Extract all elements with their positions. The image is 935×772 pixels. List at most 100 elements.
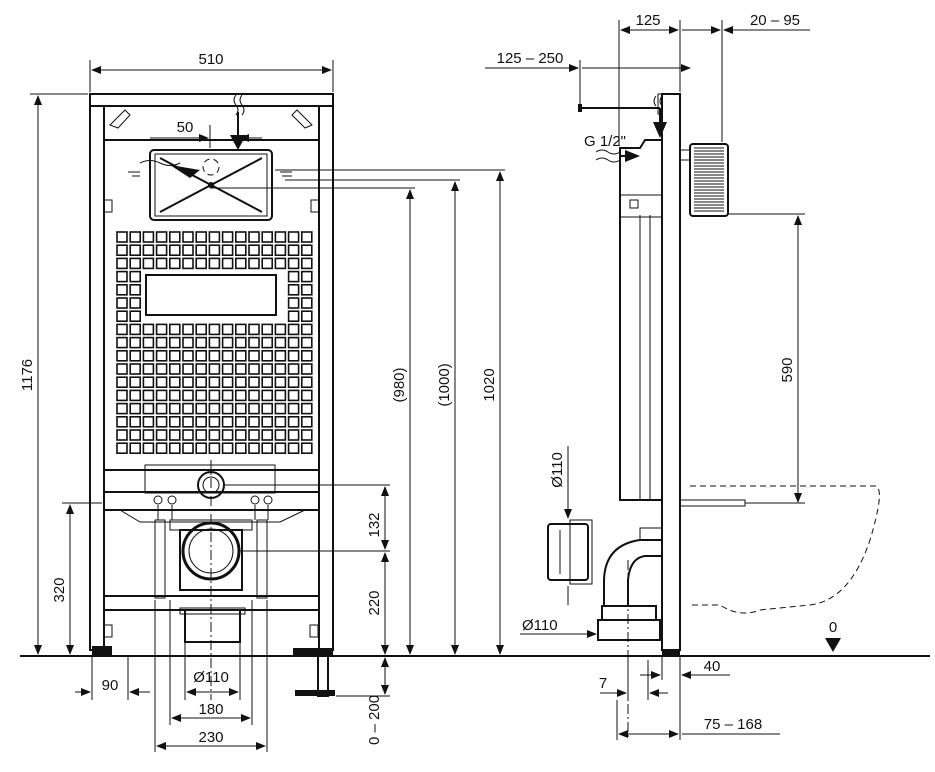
dim-side-40: 40 [704, 658, 721, 675]
grid-square [208, 336, 221, 349]
grid-square [195, 231, 207, 243]
grid-square [248, 402, 260, 415]
grid-square [274, 323, 287, 336]
grid-square [261, 376, 274, 389]
grid-square [235, 244, 247, 256]
front-view [89, 93, 335, 700]
side-pipe-110-lower: Ø110 [522, 617, 558, 634]
grid-square [208, 442, 221, 455]
grid-square [142, 244, 155, 256]
grid-square [155, 415, 168, 428]
grid-square [261, 415, 274, 428]
side-dimensions: 125 20 – 95 125 – 250 G 1/2" 590 Ø110 Ø1… [485, 12, 841, 740]
grid-square [261, 349, 274, 362]
grid-square [287, 270, 300, 283]
grid-square [155, 349, 168, 362]
grid-square [221, 442, 234, 455]
grid-square [142, 402, 155, 415]
grid-square [195, 389, 207, 402]
grid-square [208, 402, 221, 415]
grid-square [221, 415, 234, 428]
grid-square [182, 442, 194, 455]
toilet-bowl [690, 485, 880, 614]
grid-square [235, 231, 247, 243]
grid-square [274, 429, 287, 441]
grid-square [182, 376, 194, 389]
grid-square [287, 429, 300, 441]
grid-square [274, 442, 287, 455]
grid-square [129, 283, 141, 296]
grid-square [129, 402, 141, 415]
grid-square [221, 257, 234, 270]
grid-square [116, 349, 128, 362]
grid-square [116, 336, 128, 349]
side-pipe-110-upper: Ø110 [549, 452, 566, 488]
grid-square [129, 336, 141, 349]
grid-square [261, 231, 274, 243]
grid-square [116, 429, 128, 441]
dim-220: 220 [366, 590, 383, 615]
dim-side-590: 590 [779, 357, 796, 382]
grid-square [129, 270, 141, 283]
grid-square [169, 231, 181, 243]
grid-square [274, 363, 287, 375]
grid-square [221, 323, 234, 336]
grid-square [155, 442, 168, 455]
grid-square [195, 376, 207, 389]
grid-square [208, 415, 221, 428]
grid-square [129, 415, 141, 428]
grid-square [221, 376, 234, 389]
grid-square [208, 429, 221, 441]
grid-square [208, 349, 221, 362]
grid-square [142, 336, 155, 349]
grid-square [300, 442, 313, 455]
grid-square [287, 349, 300, 362]
grid-square [169, 389, 181, 402]
grid-square [116, 323, 128, 336]
grid-square [169, 376, 181, 389]
grid-square [195, 244, 207, 256]
grid-square [155, 389, 168, 402]
grid-square [248, 231, 260, 243]
grid-square [248, 376, 260, 389]
grid-square [261, 429, 274, 441]
grid-square [116, 376, 128, 389]
grid-square [235, 402, 247, 415]
grid-square [169, 442, 181, 455]
dim-230: 230 [198, 729, 223, 746]
grid-square [235, 442, 247, 455]
grid-square [129, 429, 141, 441]
grid-square [235, 336, 247, 349]
side-pipe-connector [547, 523, 589, 581]
grid-square [195, 323, 207, 336]
grid-square [195, 415, 207, 428]
grid-square [261, 336, 274, 349]
front-panel [103, 139, 320, 471]
grid-square [300, 323, 313, 336]
grid-square [274, 257, 287, 270]
grid-square [182, 402, 194, 415]
grid-square [116, 363, 128, 375]
grid-square [287, 389, 300, 402]
grid-square [208, 363, 221, 375]
dim-1000: (1000) [436, 363, 453, 406]
grid-square [142, 349, 155, 362]
grid-square [129, 257, 141, 270]
grid-square [248, 415, 260, 428]
dim-980: (980) [391, 367, 408, 402]
floor-zero-label: 0 [829, 619, 837, 636]
access-window [145, 274, 277, 316]
grid-square [248, 349, 260, 362]
grid-square [155, 323, 168, 336]
dim-0-200: 0 – 200 [366, 695, 383, 745]
grid-square [116, 231, 128, 243]
grid-square [261, 402, 274, 415]
floor-marker-icon [825, 638, 841, 652]
grid-square [142, 415, 155, 428]
grid-square [208, 389, 221, 402]
grid-square [261, 323, 274, 336]
grid-square [116, 402, 128, 415]
grid-square [274, 349, 287, 362]
grid-square [129, 349, 141, 362]
